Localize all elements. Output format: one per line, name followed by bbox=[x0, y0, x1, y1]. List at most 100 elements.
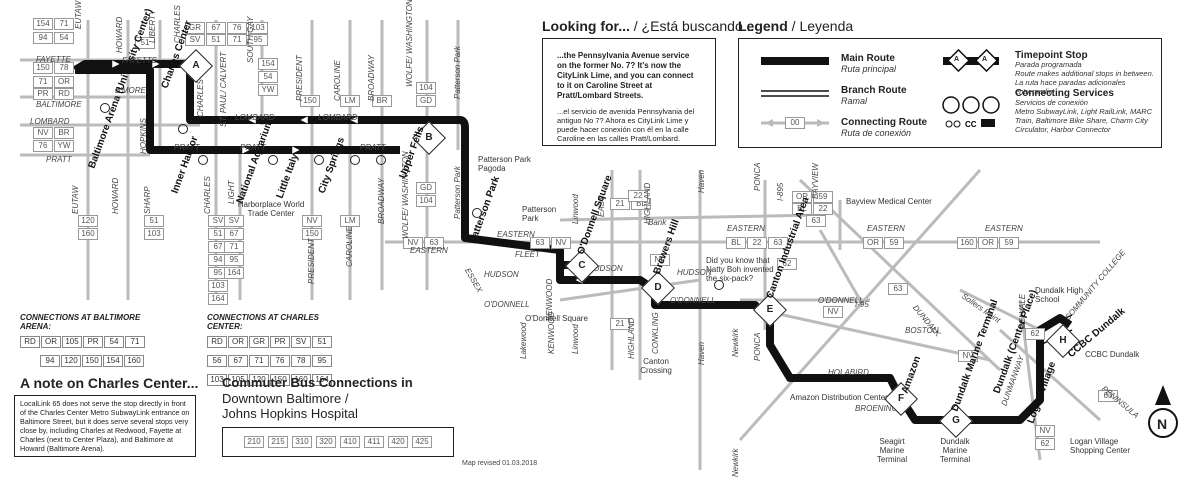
street-newkirk: Newkirk bbox=[731, 328, 740, 357]
street-odonnell: O'DONNELL bbox=[484, 300, 530, 309]
commuter-title: Commuter Bus Connections in bbox=[222, 375, 413, 390]
street-charles-3: CHARLES bbox=[203, 176, 212, 214]
street-lombard-3: LOMBARD bbox=[318, 113, 358, 122]
street-hudson: HUDSON bbox=[484, 270, 519, 279]
street-charles-2: CHARLES bbox=[196, 79, 205, 117]
poi-dmt: Dundalk Marine Terminal bbox=[939, 437, 971, 464]
street-patterson-park: Patterson Park bbox=[453, 46, 462, 99]
street-i95: I-95 bbox=[855, 300, 869, 309]
circulator-icon bbox=[350, 155, 360, 165]
street-eastern-3: EASTERN bbox=[727, 224, 765, 233]
looking-for-card: ...the Pennsylvania Avenue service on th… bbox=[542, 38, 716, 146]
charles-connections-title: CONNECTIONS AT CHARLES CENTER: bbox=[207, 313, 319, 331]
commuter-routes: 210 215 310 320 410 411 420 425 bbox=[222, 427, 454, 457]
street-president: PRESIDENT bbox=[295, 55, 304, 101]
street-hudson-2: HUDSON bbox=[588, 264, 623, 273]
bike-share-icon bbox=[714, 280, 724, 290]
street-bank: Bank bbox=[648, 218, 667, 227]
route-tags-caroline: LM bbox=[340, 95, 360, 107]
street-st-paul: ST. PAUL/ CALVERT bbox=[219, 52, 228, 127]
route-tags-liberty: 51 bbox=[135, 37, 155, 49]
main-route-line bbox=[72, 60, 1073, 424]
route-tags-62-b: 62 bbox=[1025, 328, 1045, 340]
street-eutaw-2: EUTAW bbox=[71, 185, 80, 214]
street-lombard: LOMBARD bbox=[30, 117, 70, 126]
street-lakewood: Lakewood bbox=[519, 322, 528, 359]
legend-title: Legend / Leyenda bbox=[738, 18, 854, 34]
commuter-subtitle2: Johns Hopkins Hospital bbox=[222, 406, 358, 421]
poi-patterson-park: Patterson Park bbox=[522, 205, 557, 223]
street-broening: BROENING bbox=[855, 404, 898, 413]
street-newkirk-2: Newkirk bbox=[731, 448, 740, 477]
route-tags-highland: 22 bbox=[628, 190, 648, 202]
street-bayview: BAYVIEW bbox=[811, 163, 820, 199]
street-eastern-1: EASTERN bbox=[410, 246, 448, 255]
street-caroline-2: CAROLINE bbox=[345, 226, 354, 267]
route-tags-caroline-low: LM bbox=[340, 215, 360, 227]
legend-timepoint-letter-b: A bbox=[982, 56, 988, 63]
commuter-subtitle1: Downtown Baltimore / bbox=[222, 391, 349, 406]
looking-for-title: Looking for... / ¿Está buscando... bbox=[542, 18, 755, 34]
route-tags-nv-c: NV bbox=[958, 350, 978, 362]
poi-canton-crossing: Canton Crossing bbox=[640, 357, 672, 375]
street-sharp: SHARP bbox=[143, 186, 152, 214]
legend-symbols: CC bbox=[761, 48, 1000, 129]
street-highland-2: HIGHLAND bbox=[627, 317, 636, 359]
bike-share-icon bbox=[314, 155, 324, 165]
harbor-connector-icon bbox=[376, 155, 386, 165]
street-broadway: BROADWAY bbox=[367, 55, 376, 101]
svg-text:CC: CC bbox=[965, 120, 977, 129]
route-tags-broadway: BR bbox=[372, 95, 392, 107]
compass-label: N bbox=[1157, 416, 1168, 432]
street-hudson-3: HUDSON bbox=[677, 268, 712, 277]
street-pratt-4: PRATT bbox=[360, 143, 386, 152]
street-holabird: HOLABIRD bbox=[828, 368, 869, 377]
street-conkling: CONKLING bbox=[651, 312, 660, 354]
poi-dundalk-hs: Dundalk High School bbox=[1035, 286, 1084, 304]
poi-patterson-pagoda: Patterson Park Pagoda bbox=[478, 155, 531, 173]
street-eastern-2: EASTERN bbox=[497, 230, 535, 239]
bike-share-icon bbox=[100, 103, 110, 113]
street-boston: BOSTON bbox=[905, 326, 939, 335]
arena-connections-title: CONNECTIONS AT BALTIMORE ARENA: bbox=[20, 313, 141, 331]
street-eutaw: EUTAW bbox=[74, 0, 83, 29]
route-tags-president: 150 bbox=[300, 95, 320, 107]
charles-note-card: LocalLink 65 does not serve the stop dir… bbox=[14, 395, 196, 457]
circulator-icon bbox=[268, 155, 278, 165]
street-fayette: FAYETTE bbox=[36, 55, 71, 64]
main-route-west-loop bbox=[75, 66, 400, 154]
street-ponca: PONCA bbox=[753, 162, 762, 191]
street-wolfe: WOLFE/ WASHINGTON bbox=[405, 0, 414, 87]
street-pratt-2: PRATT bbox=[174, 143, 200, 152]
poi-ccbc: CCBC Dundalk bbox=[1085, 350, 1140, 359]
street-bmore: B'MORE bbox=[115, 86, 146, 95]
route-tags-nv-d: NV bbox=[1035, 425, 1055, 437]
charles-note-title: A note on Charles Center... bbox=[20, 375, 199, 391]
street-baltimore: BALTIMORE bbox=[36, 100, 82, 109]
route-tags-63-b: 63 bbox=[1098, 390, 1118, 402]
